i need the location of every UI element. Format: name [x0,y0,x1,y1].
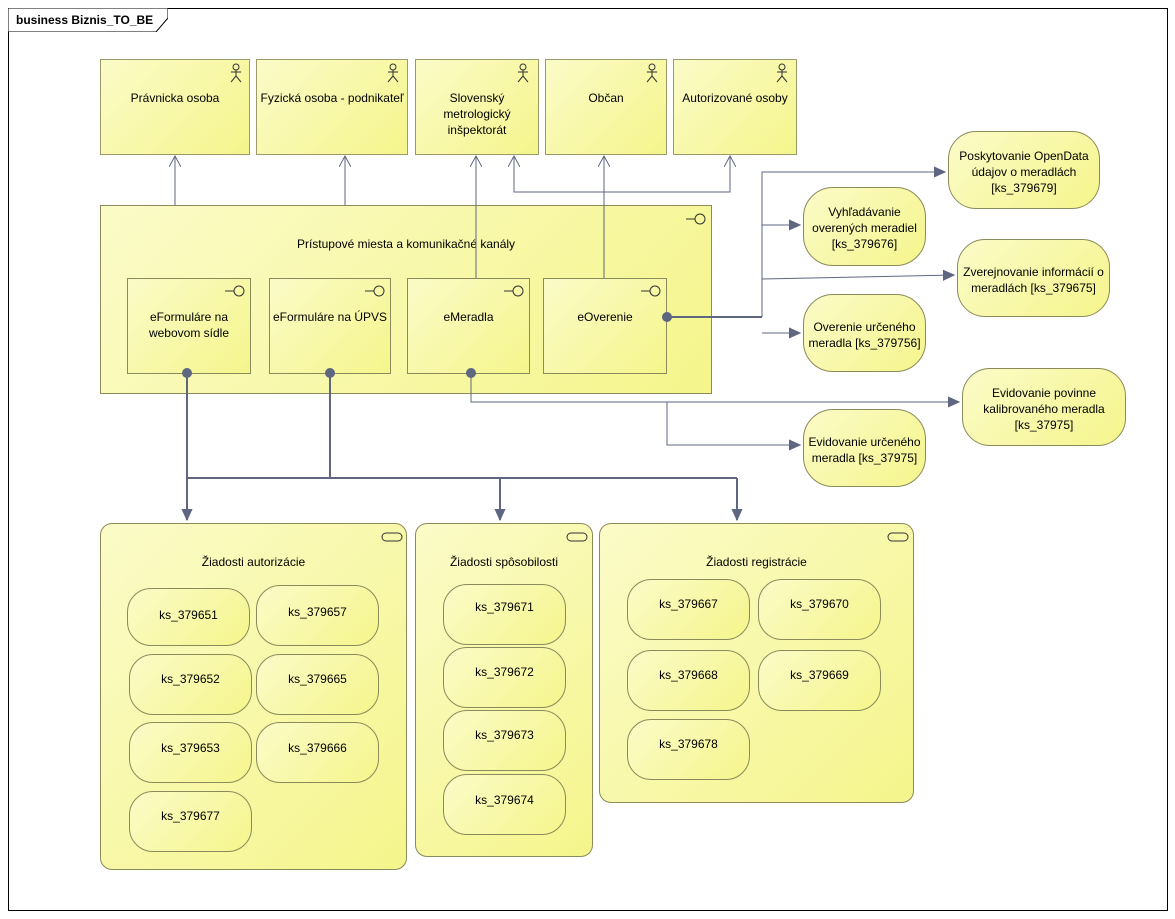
interface-emeradla[interactable]: eMeradla [407,278,530,374]
interface-icon [640,285,661,297]
actor-fyzicka-osoba[interactable]: Fyzická osoba - podnikateľ [256,59,408,155]
service-label: Evidovanie určeného meradla [ks_37975] [808,435,921,465]
process-ks-379652[interactable]: ks_379652 [129,654,252,715]
process-ks-379671[interactable]: ks_379671 [443,584,566,645]
actor-icon [646,63,658,83]
process-ks-379651[interactable]: ks_379651 [127,588,250,646]
interface-label: eFormuláre na webovom sídle [148,310,230,340]
group-title: Žiadosti registrácie [706,555,807,569]
connector-dot [466,368,476,378]
interface-eformulare-upvs[interactable]: eFormuláre na ÚPVS [269,278,391,374]
service-icon [566,532,588,542]
process-ks-379653[interactable]: ks_379653 [129,722,252,783]
actor-label: Slovenský metrologický inšpektorát [443,91,511,137]
process-label: ks_379667 [659,597,718,611]
service-label: Vyhľadávanie overených meradiel [ks_3796… [812,205,917,251]
process-ks-379673[interactable]: ks_379673 [443,710,566,771]
actor-icon [517,63,529,83]
interface-icon [224,285,245,297]
diagram-frame [8,8,1168,911]
process-ks-379670[interactable]: ks_379670 [758,579,881,640]
process-label: ks_379657 [288,605,347,619]
service-label: Evidovanie povinne kalibrovaného meradla… [983,386,1105,432]
process-ks-379668[interactable]: ks_379668 [627,650,750,711]
process-label: ks_379672 [475,665,534,679]
process-label: ks_379671 [475,600,534,614]
process-ks-379674[interactable]: ks_379674 [443,774,566,835]
process-ks-379667[interactable]: ks_379667 [627,579,750,640]
service-vyhladavanie[interactable]: Vyhľadávanie overených meradiel [ks_3796… [803,187,926,266]
emeradla-connectors [470,373,959,445]
actor-icon [230,63,242,83]
actor-obcan[interactable]: Občan [545,59,667,155]
actor-label: Fyzická osoba - podnikateľ [260,91,404,105]
process-ks-379657[interactable]: ks_379657 [256,585,379,646]
interface-label: eOverenie [577,310,633,324]
service-icon [887,532,909,542]
interface-label: eFormuláre na ÚPVS [272,310,388,324]
process-label: ks_379665 [288,672,347,686]
service-label: Overenie určeného meradla [ks_379756] [808,320,921,350]
interface-eformulare-web[interactable]: eFormuláre na webovom sídle [127,278,251,374]
process-label: ks_379678 [659,737,718,751]
actor-smi[interactable]: Slovenský metrologický inšpektorát [415,59,539,155]
process-label: ks_379651 [159,608,218,622]
process-label: ks_379652 [161,672,220,686]
interface-icon [685,213,706,225]
process-label: ks_379674 [475,793,534,807]
service-evidovanie-povinne[interactable]: Evidovanie povinne kalibrovaného meradla… [962,368,1126,446]
actor-autorizovane-osoby[interactable]: Autorizované osoby [673,59,797,155]
process-ks-379672[interactable]: ks_379672 [443,647,566,708]
service-label: Poskytovanie OpenData údajov o meradlách… [959,149,1089,195]
connector-dot [182,368,192,378]
actor-label: Občan [588,91,624,105]
connector-dot [325,368,335,378]
process-label: ks_379673 [475,728,534,742]
service-overenie[interactable]: Overenie určeného meradla [ks_379756] [803,294,926,372]
actor-label: Autorizované osoby [682,91,788,105]
process-ks-379666[interactable]: ks_379666 [256,722,379,783]
eoverenie-branches [761,172,954,333]
process-ks-379677[interactable]: ks_379677 [129,791,252,852]
process-ks-379669[interactable]: ks_379669 [758,650,881,711]
actor-icon [776,63,788,83]
frame-tab [8,8,168,32]
interface-eoverenie[interactable]: eOverenie [543,278,667,374]
process-label: ks_379653 [161,741,220,755]
connector-dot [662,312,672,322]
actor-pravnicka-osoba[interactable]: Právnicka osoba [100,59,250,155]
process-label: ks_379669 [790,668,849,682]
interface-label: eMeradla [443,310,494,324]
actor-label: Právnicka osoba [130,91,220,105]
service-evidovanie-urceneho[interactable]: Evidovanie určeného meradla [ks_37975] [803,409,926,487]
eformulare-connectors [187,373,737,520]
frame-title: business Biznis_TO_BE [16,13,154,27]
interface-icon [364,285,385,297]
service-zverejnovanie[interactable]: Zverejnovanie informácií o meradlách [ks… [957,239,1110,317]
process-label: ks_379677 [161,809,220,823]
service-label: Zverejnovanie informácií o meradlách [ks… [963,265,1104,295]
interface-icon [503,285,524,297]
group-title: Žiadosti spôsobilosti [449,555,559,569]
process-ks-379665[interactable]: ks_379665 [256,654,379,715]
serving-connectors [175,156,730,278]
service-icon [381,532,403,542]
service-opendata[interactable]: Poskytovanie OpenData údajov o meradlách… [948,131,1100,209]
process-ks-379678[interactable]: ks_379678 [627,719,750,780]
process-label: ks_379670 [790,597,849,611]
actor-icon [387,63,399,83]
channels-title: Prístupové miesta a komunikačné kanály [296,237,516,251]
process-label: ks_379668 [659,668,718,682]
group-title: Žiadosti autorizácie [201,555,306,569]
process-label: ks_379666 [288,741,347,755]
